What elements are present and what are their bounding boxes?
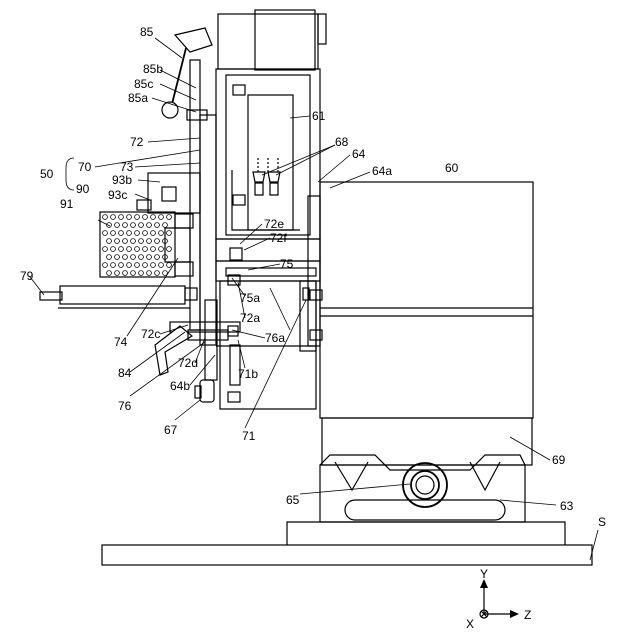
label-76a: 76a: [265, 331, 285, 345]
label-61: 61: [312, 109, 326, 123]
label-75a: 75a: [240, 291, 260, 305]
axis-indicator: Y Z X: [466, 567, 531, 631]
label-72d: 72d: [178, 356, 198, 370]
label-85b: 85b: [143, 62, 163, 76]
label-64b: 64b: [170, 379, 190, 393]
label-84: 84: [118, 366, 132, 380]
label-63: 63: [560, 499, 574, 513]
floor-base: [102, 522, 592, 565]
label-64: 64: [352, 147, 366, 161]
label-73: 73: [120, 160, 134, 174]
label-79: 79: [20, 269, 34, 283]
label-69: 69: [552, 453, 566, 467]
label-85a: 85a: [128, 91, 148, 105]
axis-y-label: Y: [480, 567, 488, 581]
label-S: S: [598, 515, 606, 529]
label-72e: 72e: [264, 217, 284, 231]
label-74: 74: [114, 335, 128, 349]
label-85: 85: [140, 25, 154, 39]
nozzles-68: [253, 158, 280, 195]
label-72a: 72a: [240, 311, 260, 325]
body-60: [308, 182, 533, 418]
label-64a: 64a: [372, 164, 392, 178]
label-70: 70: [78, 160, 92, 174]
axis-x-label: X: [466, 617, 474, 631]
label-76: 76: [118, 399, 132, 413]
label-91: 91: [60, 197, 74, 211]
label-72c: 72c: [141, 327, 160, 341]
sponge-91: [100, 212, 193, 277]
lower-frame: [216, 239, 322, 409]
label-90: 90: [76, 182, 90, 196]
label-75: 75: [280, 257, 294, 271]
label-71b: 71b: [238, 367, 258, 381]
label-60: 60: [445, 161, 459, 175]
label-93c: 93c: [108, 188, 127, 202]
label-93b: 93b: [112, 173, 132, 187]
frame-61: [216, 10, 326, 239]
label-85c: 85c: [134, 77, 153, 91]
label-50: 50: [40, 167, 54, 181]
label-67: 67: [164, 423, 178, 437]
label-72: 72: [130, 135, 144, 149]
pedestal-69: [322, 418, 532, 465]
label-72f: 72f: [270, 231, 287, 245]
rod-79: [40, 286, 197, 308]
axis-z-label: Z: [524, 608, 531, 622]
label-71: 71: [242, 429, 256, 443]
label-65: 65: [286, 493, 300, 507]
label-68: 68: [335, 135, 349, 149]
lever-85: [162, 28, 212, 120]
